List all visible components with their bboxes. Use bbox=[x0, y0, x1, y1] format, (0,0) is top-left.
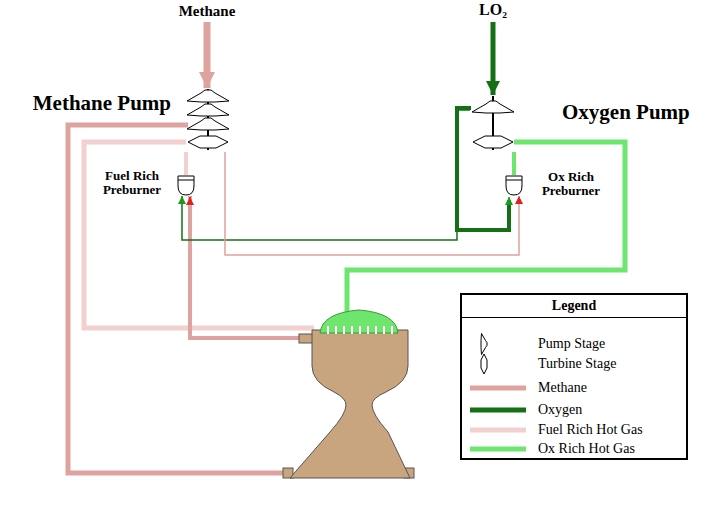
inlet-arrowhead bbox=[508, 197, 510, 204]
legend-swatch bbox=[470, 408, 526, 413]
injector-mark bbox=[375, 326, 377, 334]
pump-stage-symbol bbox=[481, 334, 487, 355]
pump-stage bbox=[187, 118, 229, 130]
legend-entry: Pump Stage bbox=[462, 334, 686, 354]
methane-feed-connector bbox=[225, 152, 519, 255]
legend-text: Ox Rich Hot Gas bbox=[538, 440, 635, 458]
chamber-body bbox=[290, 330, 410, 478]
legend-sample bbox=[470, 423, 526, 437]
legend-entry: Oxygen bbox=[462, 400, 686, 420]
turbine-stage bbox=[473, 136, 513, 148]
injector-mark bbox=[335, 326, 337, 334]
node-outline bbox=[505, 175, 523, 196]
legend-title: Legend bbox=[462, 295, 686, 318]
legend-entry: Methane bbox=[462, 378, 686, 398]
component-label: Oxygen Pump bbox=[562, 101, 690, 124]
legend-text: Methane bbox=[538, 379, 587, 397]
injector-dome bbox=[320, 310, 398, 333]
fuel-rich-preburner: Fuel Rich Preburner bbox=[177, 175, 195, 196]
inlet-arrowhead bbox=[189, 197, 191, 204]
inlet-label: LO₂ bbox=[433, 1, 553, 19]
legend-entry: Turbine Stage bbox=[462, 354, 686, 374]
methane-inlet bbox=[204, 22, 211, 88]
component-label: Fuel Rich Preburner bbox=[92, 169, 172, 198]
oxygen-inlet bbox=[491, 22, 496, 95]
oxygen-turbopump: Oxygen Pump bbox=[470, 95, 516, 152]
legend-sample bbox=[470, 381, 526, 395]
pump-stage bbox=[472, 101, 514, 113]
injector-elements bbox=[328, 326, 392, 334]
legend-sample bbox=[470, 337, 526, 351]
node-outline bbox=[470, 95, 516, 152]
node-outline bbox=[185, 88, 231, 152]
legend-swatch bbox=[470, 386, 526, 391]
legend-text: Fuel Rich Hot Gas bbox=[538, 421, 643, 439]
pump-stage bbox=[187, 90, 229, 102]
preburner-rim bbox=[178, 180, 194, 181]
injector-mark bbox=[351, 326, 353, 334]
combustion-chamber bbox=[283, 310, 414, 478]
methane-discharge-pipe bbox=[68, 125, 284, 473]
methane-turbopump: Methane Pump bbox=[185, 88, 231, 152]
legend-swatch bbox=[470, 447, 526, 452]
legend-box: LegendPump StageTurbine StageMethaneOxyg… bbox=[460, 293, 688, 460]
injector-mark bbox=[359, 326, 361, 334]
component-label: Ox Rich Preburner bbox=[529, 170, 613, 199]
node-outline bbox=[177, 175, 195, 196]
turbine-stage-symbol bbox=[481, 354, 487, 374]
injector-mark bbox=[391, 326, 393, 334]
legend-text: Turbine Stage bbox=[538, 355, 616, 373]
injector-mark bbox=[327, 326, 329, 334]
fuel-rich-gas-pipe bbox=[84, 142, 314, 328]
component-label: Methane Pump bbox=[33, 92, 171, 115]
hot-gas-connector bbox=[512, 152, 516, 175]
hot-gas-connector bbox=[184, 152, 188, 175]
legend-text: Pump Stage bbox=[538, 335, 605, 353]
cooling-jacket-pipe bbox=[190, 196, 300, 338]
legend-sample bbox=[470, 403, 526, 417]
preburner-shape bbox=[178, 176, 194, 195]
legend-entry: Ox Rich Hot Gas bbox=[462, 439, 686, 459]
injector-mark bbox=[343, 326, 345, 334]
turbine-stage bbox=[188, 136, 228, 148]
injector-mark bbox=[367, 326, 369, 334]
legend-sample bbox=[470, 442, 526, 456]
inlet-arrows bbox=[190, 197, 509, 204]
preburner-shape bbox=[506, 176, 522, 195]
ox-rich-preburner: Ox Rich Preburner bbox=[505, 175, 523, 196]
legend-entry: Fuel Rich Hot Gas bbox=[462, 420, 686, 440]
legend-text: Oxygen bbox=[538, 401, 582, 419]
preburner-rim bbox=[506, 180, 522, 181]
pump-stage bbox=[187, 104, 229, 116]
legend-sample bbox=[470, 357, 526, 371]
legend-swatch bbox=[470, 428, 526, 433]
inlet-label: Methane bbox=[147, 3, 267, 20]
jacket-outlet-stub bbox=[299, 334, 313, 343]
injector-mark bbox=[383, 326, 385, 334]
oxygen-discharge-pipe bbox=[457, 108, 509, 230]
